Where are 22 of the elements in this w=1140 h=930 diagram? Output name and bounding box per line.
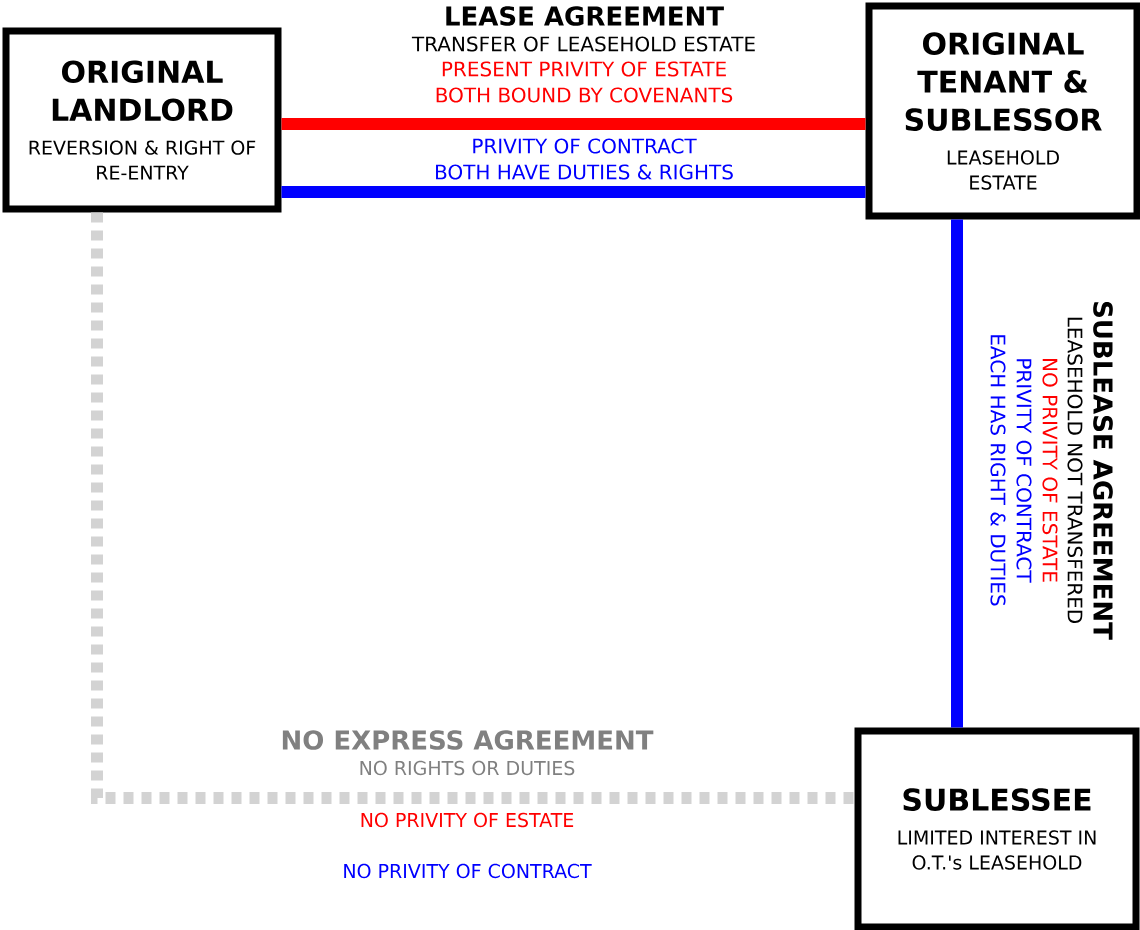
note-text: NO PRIVITY OF ESTATE (361, 812, 574, 828)
note-text: PRIVITY OF CONTRACT (1016, 359, 1032, 583)
party-box: ORIGINAL TENANT & SUBLESSOR LEASEHOLD ESTATE (865, 2, 1140, 220)
heading: NO EXPRESS AGREEMENT (282, 730, 654, 750)
note-text: LEASEHOLD NOT TRANSFERED (1067, 317, 1083, 624)
note-text: NO PRIVITY OF ESTATE (1042, 359, 1058, 582)
dotted-connector (91, 212, 855, 804)
party-box: ORIGINAL LANDLORD REVERSION & RIGHT OF RE-ENTRY (2, 27, 282, 213)
heading: SUBLEASE AGREEMENT (1093, 301, 1113, 640)
note-text: BOTH BOUND BY COVENANTS (436, 87, 733, 103)
note-text: BOTH HAVE DUTIES & RIGHTS (436, 164, 733, 180)
connector-bar (281, 186, 866, 198)
note-text: PRIVITY OF CONTRACT (473, 138, 697, 154)
party-box: SUBLESSEE LIMITED INTEREST IN O.T.'s LEASEHOLD (854, 727, 1140, 930)
note-text: TRANSFER OF LEASEHOLD ESTATE (411, 36, 755, 52)
connector-bar (951, 219, 963, 728)
note-text: NO PRIVITY OF CONTRACT (344, 863, 592, 879)
connector-bar (281, 118, 866, 130)
note-text: PRESENT PRIVITY OF ESTATE (442, 61, 726, 77)
note-text: NO RIGHTS OR DUTIES (360, 760, 575, 776)
note-text: EACH HAS RIGHT & DUTIES (990, 335, 1006, 606)
heading: LEASE AGREEMENT (446, 6, 724, 26)
